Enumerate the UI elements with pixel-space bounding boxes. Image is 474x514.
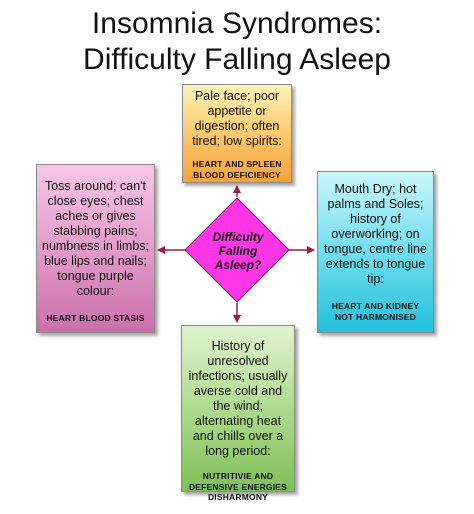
center-line-2: Falling: [218, 244, 258, 258]
center-line-1: Difficulty: [212, 230, 264, 244]
page-title: Insomnia Syndromes: Difficulty Falling A…: [0, 6, 474, 78]
symptoms-text: Pale face; poor appetite or digestion; o…: [192, 89, 282, 148]
diagnosis-label: HEART BLOOD STASIS: [46, 313, 145, 323]
symptoms-text: History of unresolved infections; usuall…: [188, 339, 288, 458]
diagnosis-label: NUTRITIVIE AND DEFENSIVE ENERGIES DISHAR…: [188, 471, 288, 502]
symptoms-text: Mouth Dry; hot palms and Soles; history …: [324, 182, 427, 286]
center-diamond-label: Difficulty Falling Asleep?: [202, 230, 274, 272]
syndrome-box-nutritive-defensive: History of unresolved infections; usuall…: [181, 325, 295, 502]
center-diamond: [184, 197, 290, 303]
diagnosis-label: HEART AND KIDNEY NOT HARMONISED: [331, 301, 420, 322]
title-line-2: Difficulty Falling Asleep: [83, 43, 391, 76]
title-line-1: Insomnia Syndromes:: [91, 7, 383, 40]
syndrome-box-heart-blood-stasis: Toss around; can't close eyes; chest ach…: [36, 164, 155, 333]
syndrome-box-heart-kidney: Mouth Dry; hot palms and Soles; history …: [317, 171, 434, 333]
syndrome-box-heart-spleen: Pale face; poor appetite or digestion; o…: [182, 84, 292, 183]
center-line-3: Asleep?: [214, 258, 262, 272]
symptoms-text: Toss around; can't close eyes; chest ach…: [42, 179, 149, 298]
diagnosis-label: HEART AND SPLEEN BLOOD DEFICIENCY: [192, 159, 282, 180]
